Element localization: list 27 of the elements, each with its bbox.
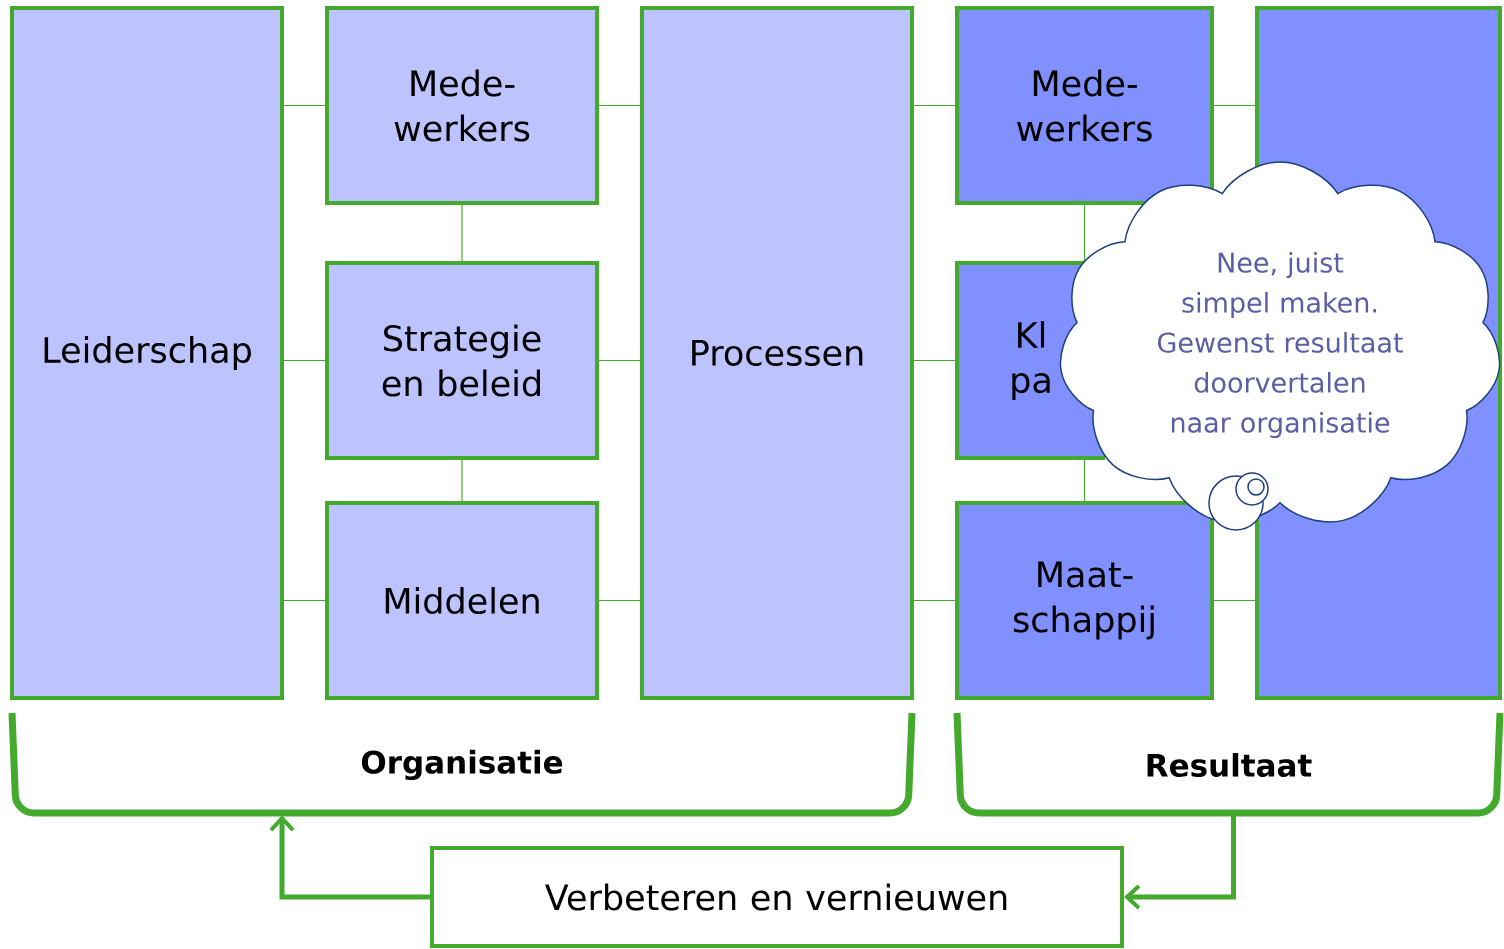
connector-line	[461, 459, 463, 502]
process-box: Maat- schappij	[955, 501, 1214, 700]
connector-line	[598, 599, 641, 602]
process-box: Mede- werkers	[325, 6, 599, 205]
connector-line	[1083, 457, 1086, 502]
feedback-arrow	[1124, 815, 1236, 910]
connector-line	[913, 359, 958, 362]
connector-line	[1213, 599, 1256, 602]
bracket: Resultaat	[953, 712, 1504, 817]
feedback-arrow	[269, 815, 430, 900]
connector-line	[461, 204, 463, 262]
improvement-box: Verbeteren en vernieuwen	[430, 846, 1124, 948]
connector-line	[283, 599, 326, 602]
bracket: Organisatie	[8, 712, 916, 817]
connector-line	[598, 104, 641, 107]
connector-line	[913, 104, 956, 107]
process-box: Processen	[640, 6, 914, 700]
process-box: Mede- werkers	[955, 6, 1214, 205]
thought-cloud: Nee, juist simpel maken. Gewenst resultaat doorvertalen naar organisatie	[1059, 161, 1501, 531]
connector-line	[283, 104, 326, 107]
connector-line	[283, 359, 326, 362]
connector-line	[598, 359, 641, 362]
connector-line	[913, 599, 956, 602]
process-box: Strategie en beleid	[325, 261, 599, 460]
process-box: Middelen	[325, 501, 599, 700]
connector-line	[1213, 104, 1256, 107]
process-box: Leiderschap	[10, 6, 284, 700]
